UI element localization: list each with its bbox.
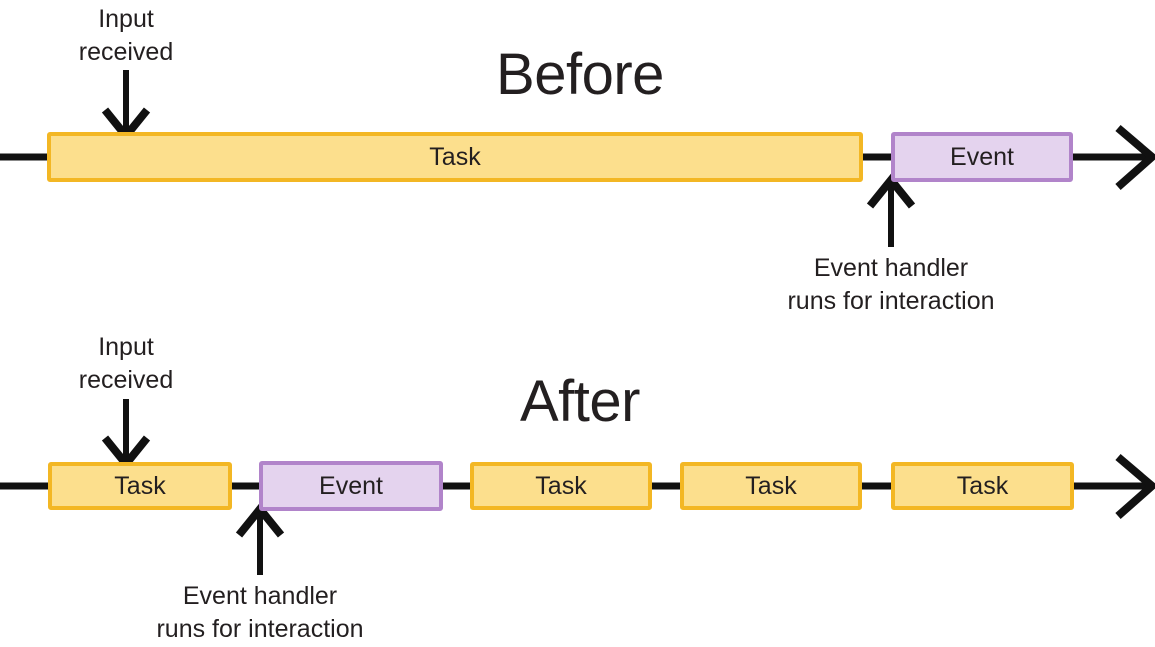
after-task-label-1: Task bbox=[114, 471, 166, 500]
after-event-handler-arrow bbox=[235, 502, 285, 575]
after-task-block-4[interactable]: Task bbox=[891, 462, 1074, 510]
after-event-handler-line2: runs for interaction bbox=[156, 615, 364, 643]
after-event-handler-annotation: Event handler runs for interaction bbox=[110, 580, 410, 646]
after-task-label-3: Task bbox=[745, 471, 797, 500]
before-event-label: Event bbox=[950, 142, 1014, 171]
after-section-title: After bbox=[520, 369, 641, 434]
before-input-received-annotation: Input received bbox=[26, 3, 226, 69]
before-event-handler-arrow bbox=[866, 173, 916, 247]
before-section-title: Before bbox=[496, 42, 664, 107]
before-event-block[interactable]: Event bbox=[891, 132, 1073, 182]
before-event-handler-line1: Event handler bbox=[813, 254, 969, 282]
before-task-block[interactable]: Task bbox=[47, 132, 863, 182]
before-event-handler-line2: runs for interaction bbox=[787, 287, 995, 315]
after-task-label-4: Task bbox=[956, 471, 1009, 500]
before-input-received-line2: received bbox=[78, 38, 174, 66]
before-input-received-line1: Input bbox=[98, 5, 154, 33]
before-timeline-arrowhead bbox=[1115, 124, 1155, 190]
after-task-block-3[interactable]: Task bbox=[680, 462, 862, 510]
after-input-received-line2: received bbox=[78, 366, 174, 394]
after-task-label-2: Task bbox=[535, 471, 587, 500]
after-event-handler-line1: Event handler bbox=[182, 582, 338, 610]
before-event-handler-annotation: Event handler runs for interaction bbox=[741, 252, 1041, 318]
after-event-label: Event bbox=[319, 471, 383, 500]
after-event-block[interactable]: Event bbox=[259, 461, 443, 511]
after-input-received-line1: Input bbox=[98, 333, 154, 361]
after-input-received-arrow bbox=[101, 399, 151, 471]
before-input-received-arrow bbox=[101, 70, 151, 143]
after-timeline-arrowhead bbox=[1115, 453, 1155, 519]
after-input-received-annotation: Input received bbox=[26, 331, 226, 397]
after-task-block-2[interactable]: Task bbox=[470, 462, 652, 510]
after-task-block-1[interactable]: Task bbox=[48, 462, 232, 510]
before-task-label: Task bbox=[429, 142, 481, 171]
